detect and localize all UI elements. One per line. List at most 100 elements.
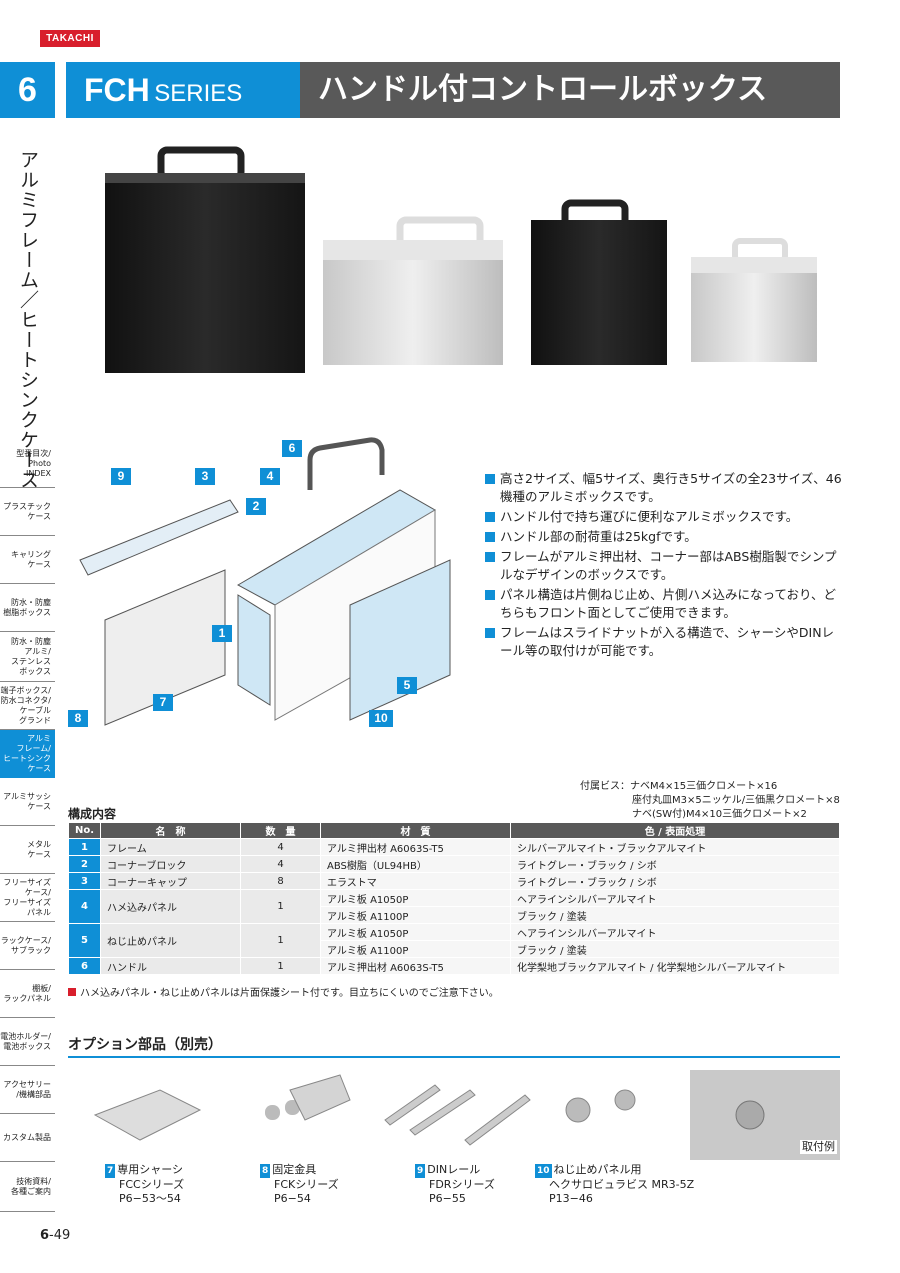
col-no: No. <box>68 822 101 839</box>
cell-qty: 1 <box>240 923 321 958</box>
bullet-marker <box>485 474 495 484</box>
feature-text: パネル構造は片側ねじ止め、片側ハメ込みになっており、どちらもフロント面としてご使… <box>500 587 837 620</box>
cell-no: 6 <box>68 957 101 975</box>
option-page: P6−55 <box>429 1192 466 1205</box>
bullet-marker <box>485 590 495 600</box>
bullet-marker <box>485 552 495 562</box>
option-series: FCKシリーズ <box>274 1178 339 1191</box>
sidebar-item[interactable]: アルミサッシ ケース <box>0 778 55 826</box>
diagram-label-1: 1 <box>212 625 232 642</box>
cell-color: ヘアラインシルバーアルマイト <box>510 923 840 941</box>
sidebar-item[interactable]: カスタム製品 <box>0 1114 55 1162</box>
sidebar-item[interactable]: 防水・防塵 アルミ/ ステンレス ボックス <box>0 632 55 682</box>
sidebar-item[interactable]: アルミ フレーム/ ヒートシンク ケース <box>0 730 55 778</box>
sidebar-item[interactable]: 技術資料/ 各種ご案内 <box>0 1162 55 1212</box>
cell-color: ヘアラインシルバーアルマイト <box>510 889 840 907</box>
note-text: ハメ込みパネル・ねじ止めパネルは片面保護シート付です。目立ちにくいのでご注意下さ… <box>80 988 499 999</box>
diagram-label-10: 10 <box>369 710 393 727</box>
feature-item: フレームがアルミ押出材、コーナー部はABS樹脂製でシンプルなデザインのボックスで… <box>485 548 845 584</box>
takachi-logo: TAKACHI <box>40 30 100 47</box>
screw-line: ナベ(SW付)M4×10三価クロメート×2 <box>632 809 807 820</box>
vertical-category-title: アルミフレーム／ヒートシンクケース <box>17 150 39 490</box>
feature-text: フレームはスライドナットが入る構造で、シャーシやDINレール等の取付けが可能です… <box>500 625 835 658</box>
sidebar-item[interactable]: ラックケース/ サブラック <box>0 922 55 970</box>
col-name: 名 称 <box>100 822 241 839</box>
option-series: FCCシリーズ <box>119 1178 185 1191</box>
bullet-marker <box>485 532 495 542</box>
cell-no: 5 <box>68 923 101 958</box>
composition-title: 構成内容 <box>68 807 117 821</box>
cell-no: 4 <box>68 889 101 924</box>
included-screws: 付属ビス：ナベM4×15三価クロメート×16 座付丸皿M3×5ニッケル/三価黒ク… <box>580 780 840 822</box>
exploded-diagram <box>79 437 451 726</box>
chapter-number: 6 <box>0 62 55 118</box>
sidebar-item[interactable]: キャリング ケース <box>0 536 55 584</box>
feature-text: ハンドル付で持ち運びに便利なアルミボックスです。 <box>500 509 799 524</box>
feature-list: 高さ2サイズ、幅5サイズ、奥行き5サイズの全23サイズ、46機種のアルミボックス… <box>485 470 845 662</box>
diagram-label-9: 9 <box>111 468 131 485</box>
sidebar-item[interactable]: 防水・防塵 樹脂ボックス <box>0 584 55 632</box>
note-marker <box>68 988 76 996</box>
feature-item: ハンドル付で持ち運びに便利なアルミボックスです。 <box>485 508 845 526</box>
cell-material: アルミ押出材 A6063S-T5 <box>320 957 511 975</box>
diagram-label-3: 3 <box>195 468 215 485</box>
diagram-label-2: 2 <box>246 498 266 515</box>
option-name: 固定金具 <box>272 1163 317 1176</box>
col-qty: 数 量 <box>240 822 321 839</box>
cell-material: ABS樹脂（UL94HB） <box>320 855 511 873</box>
cell-material: アルミ板 A1100P <box>320 906 511 924</box>
option-name: DINレール <box>427 1163 481 1176</box>
cell-qty: 4 <box>240 838 321 856</box>
sidebar-item[interactable]: アクセサリー /機構部品 <box>0 1066 55 1114</box>
sidebar-item[interactable]: 型番目次/ Photo INDEX <box>0 440 55 488</box>
cell-name: ハメ込みパネル <box>100 889 241 924</box>
cell-qty: 1 <box>240 957 321 975</box>
cell-color: ブラック / 塗装 <box>510 906 840 924</box>
options-title: オプション部品（別売） <box>68 1037 222 1053</box>
bullet-marker <box>485 628 495 638</box>
screw-line: 付属ビス：ナベM4×15三価クロメート×16 <box>580 781 778 792</box>
feature-text: フレームがアルミ押出材、コーナー部はABS樹脂製でシンプルなデザインのボックスで… <box>500 549 837 582</box>
sidebar-item[interactable]: 電池ホルダー/ 電池ボックス <box>0 1018 55 1066</box>
sidebar-item[interactable]: フリーサイズ ケース/ フリーサイズ パネル <box>0 874 55 922</box>
series-word: SERIES <box>154 80 243 107</box>
feature-item: ハンドル部の耐荷重は25kgfです。 <box>485 528 845 546</box>
option-page: P13−46 <box>549 1192 593 1205</box>
cell-name: コーナーブロック <box>100 855 241 873</box>
page-chapter: 6 <box>40 1228 50 1243</box>
sidebar-item[interactable]: 棚板/ ラックパネル <box>0 970 55 1018</box>
cell-no: 1 <box>68 838 101 856</box>
sidebar-item[interactable]: 端子ボックス/ 防水コネクタ/ ケーブル グランド <box>0 682 55 730</box>
option-num: 8 <box>260 1164 271 1178</box>
cell-name: フレーム <box>100 838 241 856</box>
feature-item: フレームはスライドナットが入る構造で、シャーシやDINレール等の取付けが可能です… <box>485 624 845 660</box>
option-num: 9 <box>415 1164 426 1178</box>
sidebar-item[interactable]: メタル ケース <box>0 826 55 874</box>
option-name: ねじ止めパネル用 <box>553 1163 642 1176</box>
product-title: ハンドル付コントロールボックス <box>300 62 840 118</box>
feature-item: 高さ2サイズ、幅5サイズ、奥行き5サイズの全23サイズ、46機種のアルミボックス… <box>485 470 845 506</box>
option-series: FDRシリーズ <box>429 1178 495 1191</box>
protective-sheet-note: ハメ込みパネル・ねじ止めパネルは片面保護シート付です。目立ちにくいのでご注意下さ… <box>68 984 499 999</box>
cell-color: ブラック / 塗装 <box>510 940 840 958</box>
cell-no: 3 <box>68 872 101 890</box>
cell-qty: 1 <box>240 889 321 924</box>
option-page: P6−54 <box>274 1192 311 1205</box>
screw-line: 座付丸皿M3×5ニッケル/三価黒クロメート×8 <box>632 795 840 806</box>
diagram-label-5: 5 <box>397 677 417 694</box>
cell-no: 2 <box>68 855 101 873</box>
cell-color: 化学梨地ブラックアルマイト / 化学梨地シルバーアルマイト <box>510 957 840 975</box>
options-images <box>93 1070 840 1160</box>
sidebar-item[interactable]: プラスチック ケース <box>0 488 55 536</box>
series-bold: FCH <box>84 72 150 108</box>
